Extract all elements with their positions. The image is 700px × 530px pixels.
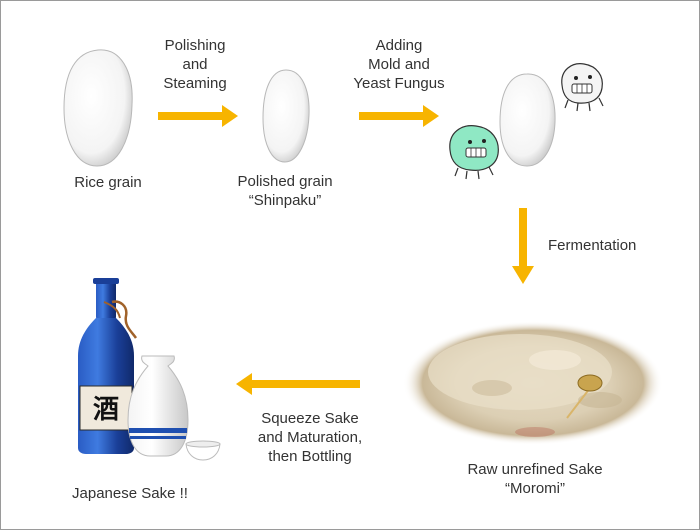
arrow-icon xyxy=(158,105,238,127)
polished-grain-label: Polished grain “Shinpaku” xyxy=(220,172,350,210)
polishing-process-label: Polishing and Steaming xyxy=(145,36,245,93)
arrow-icon xyxy=(512,208,534,284)
koji-mold-character-icon xyxy=(450,126,498,179)
squeeze-process-label: Squeeze Sake and Maturation, then Bottli… xyxy=(240,409,380,466)
adding-process-label: Adding Mold and Yeast Fungus xyxy=(344,36,454,93)
rice-grain-icon xyxy=(64,50,132,166)
tokkuri-flask-icon xyxy=(128,356,188,456)
fermentation-label: Fermentation xyxy=(548,236,658,255)
sake-bottle-icon: 酒 xyxy=(78,278,136,454)
koji-grain-icon xyxy=(500,74,555,166)
arrow-icon xyxy=(236,373,360,395)
arrow-icon xyxy=(359,105,439,127)
moromi-vat-image xyxy=(403,321,663,445)
raw-sake-label: Raw unrefined Sake “Moromi” xyxy=(455,460,615,498)
polished-grain-icon xyxy=(263,70,309,162)
yeast-character-icon xyxy=(562,64,603,111)
japanese-sake-label: Japanese Sake !! xyxy=(60,484,200,503)
choko-cup-icon xyxy=(186,441,220,460)
sake-label: 酒 xyxy=(93,395,119,425)
rice-grain-label: Rice grain xyxy=(58,173,158,192)
